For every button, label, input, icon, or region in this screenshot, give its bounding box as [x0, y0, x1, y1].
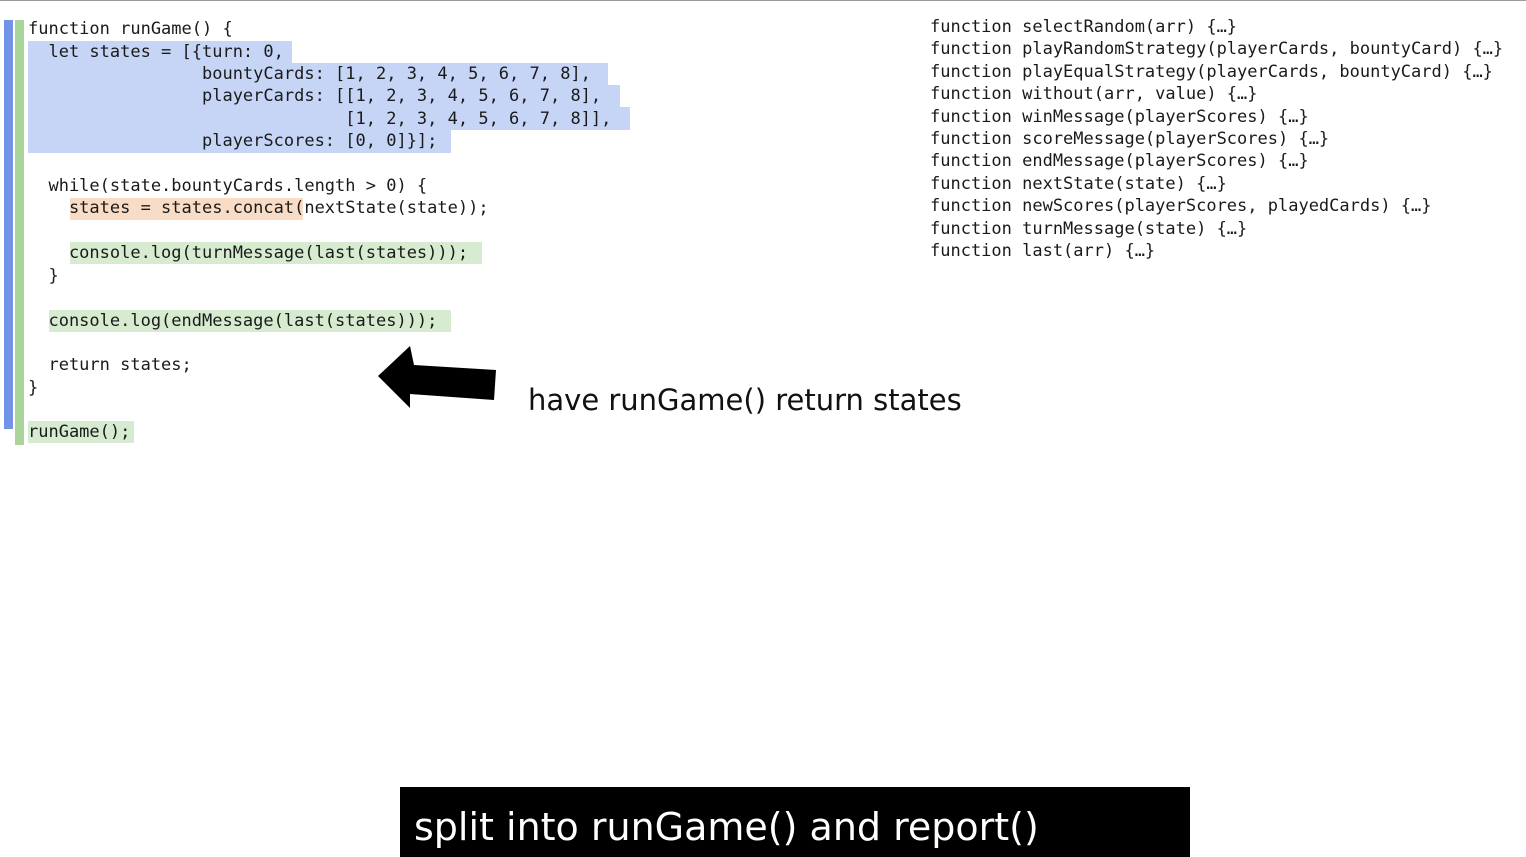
highlight-states-concat: [70, 198, 303, 220]
code-line: }: [28, 378, 39, 398]
annotation-text: have runGame() return states: [528, 383, 962, 417]
function-item: function newScores(playerScores, playedC…: [930, 196, 1432, 217]
function-item: function winMessage(playerScores) {…}: [930, 106, 1309, 127]
function-item: function endMessage(playerScores) {…}: [930, 151, 1309, 172]
function-item: function last(arr) {…}: [930, 241, 1156, 261]
code-line: bountyCards: [1, 2, 3, 4, 5, 6, 7, 8],: [28, 64, 591, 84]
left-arrow-icon: [378, 346, 496, 408]
highlight-turn-message: [70, 242, 482, 264]
top-border: [0, 0, 1526, 1]
highlight-end-message: [49, 310, 451, 332]
highlight-run-game-call: [28, 421, 134, 443]
function-item: function scoreMessage(playerScores) {…}: [930, 129, 1330, 149]
green-change-bar-lower: [15, 429, 24, 445]
function-item: function nextState(state) {…}: [930, 173, 1227, 194]
code-line: states = states.concat(nextState(state))…: [28, 198, 489, 218]
code-line: while(state.bountyCards.length > 0) {: [28, 176, 428, 196]
highlight-bounty-cards: [28, 63, 608, 86]
highlight-player-cards-2: [28, 107, 630, 130]
code-line: runGame();: [28, 422, 131, 442]
highlight-player-cards: [28, 85, 620, 108]
code-line: console.log(endMessage(last(states)));: [28, 311, 438, 331]
green-change-bar: [15, 20, 24, 429]
function-item: function without(arr, value) {…}: [930, 84, 1258, 105]
code-line: playerCards: [[1, 2, 3, 4, 5, 6, 7, 8],: [28, 86, 602, 106]
caption-text: split into runGame() and report(): [414, 805, 1039, 849]
function-item: function selectRandom(arr) {…}: [930, 17, 1238, 37]
code-line: return states;: [28, 355, 192, 375]
code-line: [1, 2, 3, 4, 5, 6, 7, 8]],: [28, 109, 612, 129]
code-line: playerScores: [0, 0]}];: [28, 131, 438, 151]
function-item: function playRandomStrategy(playerCards,…: [930, 39, 1504, 60]
blue-change-bar: [4, 20, 13, 429]
highlight-let-states: [28, 41, 292, 64]
code-line: console.log(turnMessage(last(states)));: [28, 243, 469, 263]
code-line: }: [28, 266, 59, 286]
function-item: function playEqualStrategy(playerCards, …: [930, 61, 1493, 82]
function-item: function turnMessage(state) {…}: [930, 218, 1248, 239]
highlight-player-scores: [28, 130, 451, 153]
caption-bar: split into runGame() and report(): [400, 787, 1190, 857]
code-line: let states = [{turn: 0,: [28, 42, 284, 62]
code-line: function runGame() {: [28, 19, 233, 39]
